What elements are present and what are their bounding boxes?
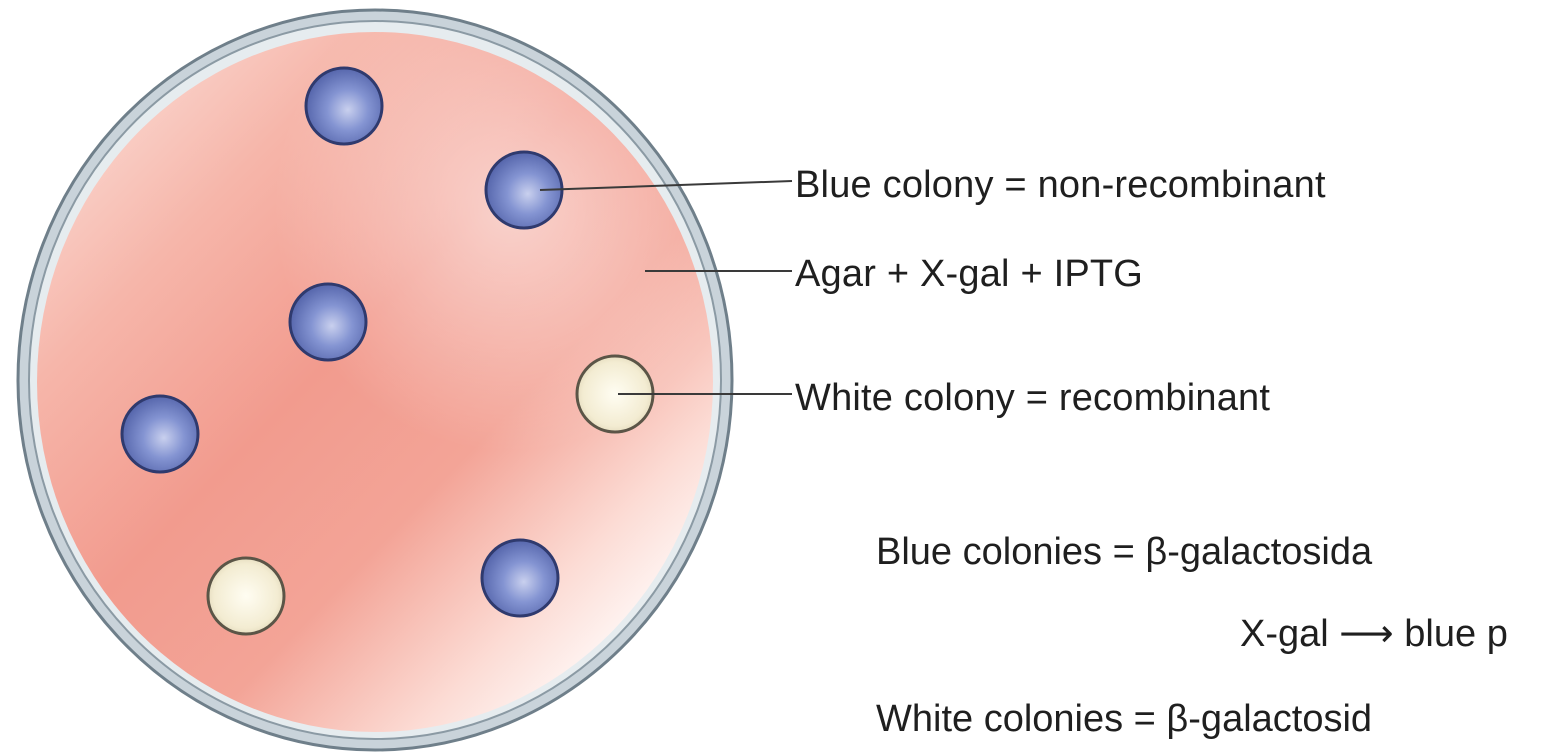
note-blue-colonies: Blue colonies = β-galactosida	[876, 530, 1372, 574]
blue-colony	[122, 396, 198, 472]
blue-colony-label: Blue colony = non-recombinant	[795, 163, 1326, 207]
agar-label: Agar + X-gal + IPTG	[795, 252, 1143, 296]
white-colony-label: White colony = recombinant	[795, 376, 1270, 420]
blue-colony	[482, 540, 558, 616]
white-colony	[208, 558, 284, 634]
note-white-colonies: White colonies = β-galactosid	[876, 697, 1372, 741]
note-xgal-reaction: X-gal ⟶ blue p	[1240, 612, 1508, 656]
blue-colony	[306, 68, 382, 144]
blue-colony	[290, 284, 366, 360]
